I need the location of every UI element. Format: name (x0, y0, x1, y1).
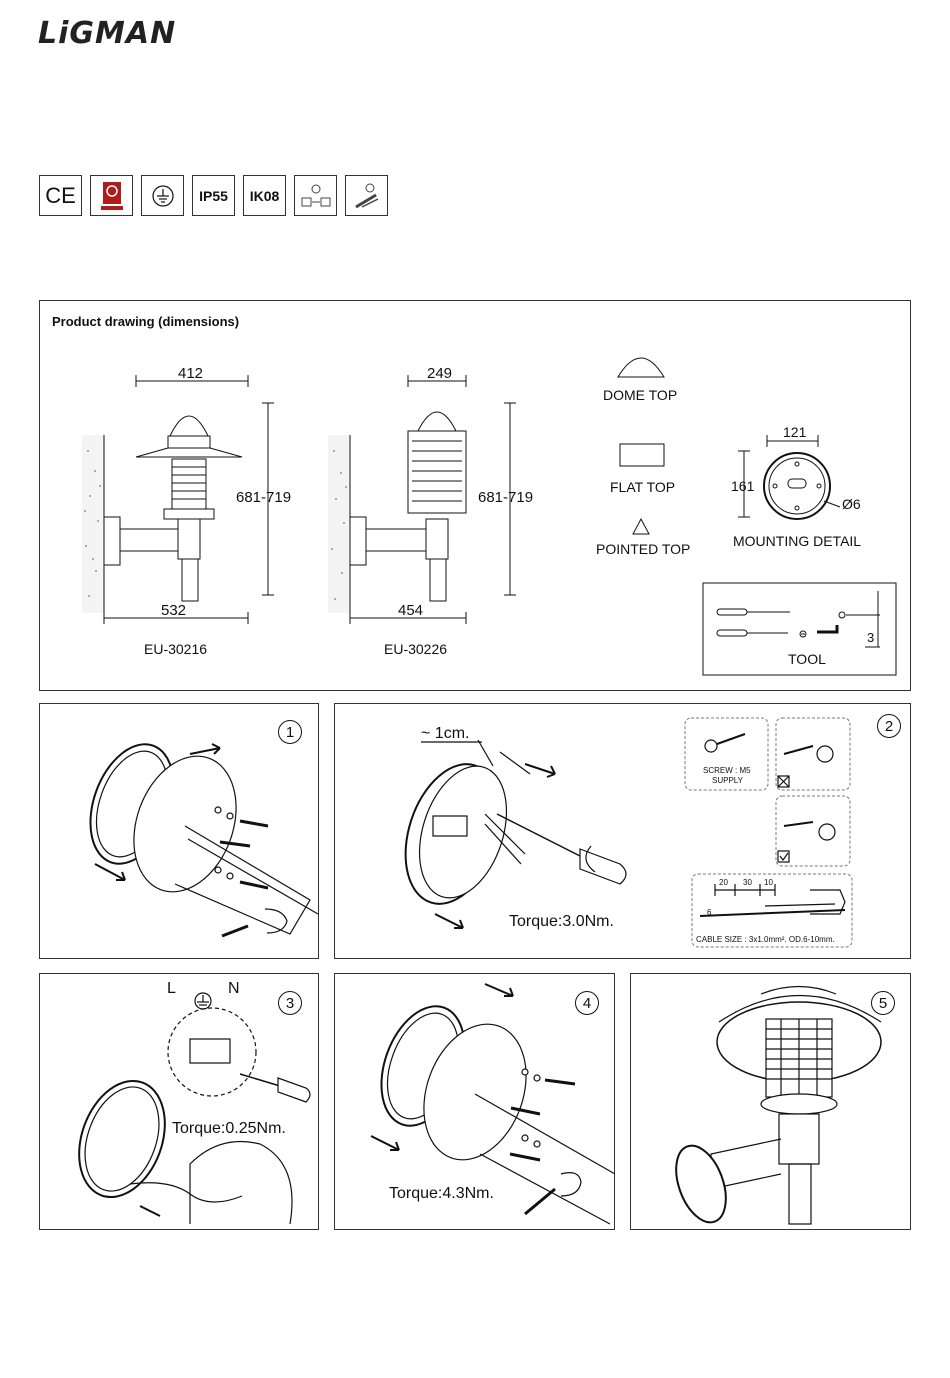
step-2-torque: Torque:3.0Nm. (509, 913, 614, 931)
step-5-panel: 5 (630, 973, 911, 1230)
step-1-illustration (40, 704, 320, 960)
step-2-panel: ~ 1cm. Torque:3.0Nm. SCREW : M5 SUPPLY 2… (334, 703, 911, 959)
ik-rating-badge: IK08 (243, 175, 286, 216)
dim-height-eu-30226: 681-719 (478, 489, 533, 506)
mounting-orientation-icon (294, 175, 337, 216)
step-5-illustration (631, 974, 912, 1231)
product-drawing-panel: Product drawing (dimensions) (39, 300, 911, 691)
ce-mark-icon: CE (39, 175, 82, 216)
dim-depth-eu-30216: 532 (161, 602, 186, 619)
cable-dim-30: 30 (743, 878, 752, 887)
dim-width-eu-30226: 249 (427, 365, 452, 382)
step-4-torque: Torque:4.3Nm. (389, 1185, 494, 1203)
cable-dim-20: 20 (719, 878, 728, 887)
step-3-torque: Torque:0.25Nm. (172, 1120, 286, 1138)
cable-dim-10: 10 (764, 878, 773, 887)
step-3-number: 3 (278, 991, 302, 1015)
step-1-panel: 1 (39, 703, 319, 959)
screwdriver-icons (717, 591, 880, 647)
step-1-number: 1 (278, 720, 302, 744)
flat-top-icon (620, 444, 664, 466)
pointed-top-label: POINTED TOP (596, 541, 690, 557)
cable-dim-6: 6 (707, 908, 711, 917)
tool-dimension-label: 3 (867, 630, 874, 645)
dim-width-eu-30216: 412 (178, 365, 203, 382)
terminal-l-label: L (167, 980, 176, 998)
pointed-top-icon (633, 519, 649, 534)
mounting-hole-label: Ø6 (842, 496, 861, 512)
tool-label: TOOL (788, 651, 826, 667)
mounting-height-label: 161 (731, 478, 754, 494)
cable-size-label: CABLE SIZE : 3x1.0mm². OD.6-10mm. (696, 935, 835, 944)
mounting-width-label: 121 (783, 424, 806, 440)
step-3-illustration (40, 974, 320, 1231)
brand-logo: LiGMAN (38, 16, 176, 51)
mounting-detail-drawing (738, 435, 840, 519)
step-4-number: 4 (575, 991, 599, 1015)
step-3-panel: L N Torque:0.25Nm. 3 (39, 973, 319, 1230)
screw-supply-label: SUPPLY (712, 776, 743, 785)
dim-height-eu-30216: 681-719 (236, 489, 291, 506)
certification-row: CE IP55 IK08 (39, 175, 388, 216)
step-5-number: 5 (871, 991, 895, 1015)
dome-top-icon (618, 358, 664, 377)
quality-seal-icon (90, 175, 133, 216)
model-code-eu-30226: EU-30226 (384, 641, 447, 657)
ip-rating-badge: IP55 (192, 175, 235, 216)
dimension-drawing (40, 301, 912, 692)
class-1-earth-icon (141, 175, 184, 216)
terminal-n-label: N (228, 980, 240, 998)
dim-depth-eu-30226: 454 (398, 602, 423, 619)
flat-top-label: FLAT TOP (610, 479, 675, 495)
step-2-number: 2 (877, 714, 901, 738)
screw-label: SCREW : M5 (703, 766, 751, 775)
tool-required-icon (345, 175, 388, 216)
dome-top-label: DOME TOP (603, 387, 677, 403)
step-4-panel: Torque:4.3Nm. 4 (334, 973, 615, 1230)
model-code-eu-30216: EU-30216 (144, 641, 207, 657)
strip-length-label: ~ 1cm. (421, 725, 469, 743)
mounting-detail-label: MOUNTING DETAIL (733, 533, 861, 549)
